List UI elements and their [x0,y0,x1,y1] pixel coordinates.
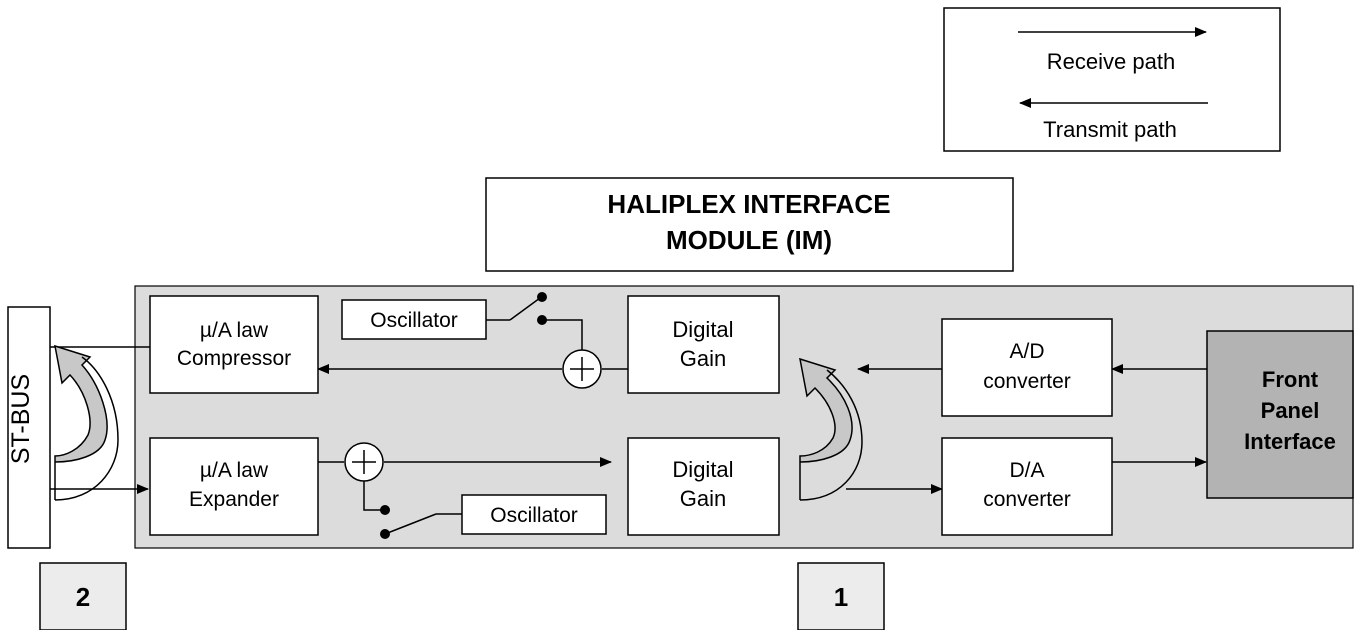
front-panel-line-2: Panel [1261,398,1320,423]
switch-top-lever [509,297,541,321]
da-converter-line-1: D/A [1009,459,1044,482]
oscillator-top-label: Oscillator [370,309,458,332]
expander-line-1: µ/A law [200,459,269,482]
adder-top [562,349,602,389]
digital-gain-top-box [627,295,780,394]
digital-gain-bottom-line-2: Gain [680,486,726,511]
oscillator-top-block: Oscillator [341,299,487,340]
marker-2-box [39,562,127,630]
front-panel-line-1: Front [1262,367,1319,392]
title-frame [485,177,1014,272]
signal-lines [50,346,1207,494]
expander-block: µ/A law Expander [149,437,319,536]
loopback-arrow-2 [54,344,119,501]
ad-converter-box [941,318,1113,417]
transmit-path-label: Transmit path [1043,117,1177,142]
title-line-1: HALIPLEX INTERFACE [607,189,890,219]
switch-top-contact-open [537,292,547,302]
title-box: HALIPLEX INTERFACE MODULE (IM) [485,177,1014,272]
digital-gain-top-line-2: Gain [680,346,726,371]
oscillator-bottom-block: Oscillator [461,494,607,535]
front-panel-box [1206,330,1354,499]
st-bus-label: ST-BUS [7,374,35,464]
st-bus-box [7,306,51,549]
marker-1-label: 1 [834,582,848,612]
switch-top-to-adder [542,319,583,350]
loopback-arrow-1-outline [799,369,863,501]
digital-gain-top-line-1: Digital [672,317,733,342]
compressor-line-1: µ/A law [200,319,269,342]
title-line-2: MODULE (IM) [666,225,832,255]
expander-box [149,437,319,536]
adder-bottom [344,442,384,482]
digital-gain-bottom-line-1: Digital [672,457,733,482]
digital-gain-bottom-block: Digital Gain [627,437,780,536]
switch-bottom-contact-closed [380,505,390,515]
compressor-block: µ/A law Compressor [149,295,319,394]
ad-converter-line-2: converter [983,370,1071,393]
ad-converter-block: A/D converter [941,318,1113,417]
switch-bottom-lever [384,513,437,535]
receive-path-label: Receive path [1047,49,1175,74]
switch-bottom [363,481,462,539]
front-panel-block: Front Panel Interface [1206,330,1354,499]
digital-gain-top-block: Digital Gain [627,295,780,394]
ad-converter-line-1: A/D [1009,340,1044,363]
marker-1-box [797,562,885,630]
loopback-arrow-1-shape [799,357,853,500]
loopback-arrow-2-shape [54,344,108,500]
digital-gain-bottom-box [627,437,780,536]
da-converter-block: D/A converter [941,437,1113,536]
da-converter-box [941,437,1113,536]
loopback-arrow-1 [799,357,863,501]
compressor-box [149,295,319,394]
marker-2-label: 2 [76,582,90,612]
switch-top [486,292,583,350]
legend: Receive path Transmit path [943,7,1281,152]
oscillator-bottom-label: Oscillator [490,504,578,527]
front-panel-line-3: Interface [1244,429,1336,454]
loopback-arrow-2-outline [54,356,119,501]
compressor-line-2: Compressor [177,347,291,370]
expander-line-2: Expander [189,488,279,511]
da-converter-line-2: converter [983,488,1071,511]
switch-bottom-from-adder [363,481,385,511]
